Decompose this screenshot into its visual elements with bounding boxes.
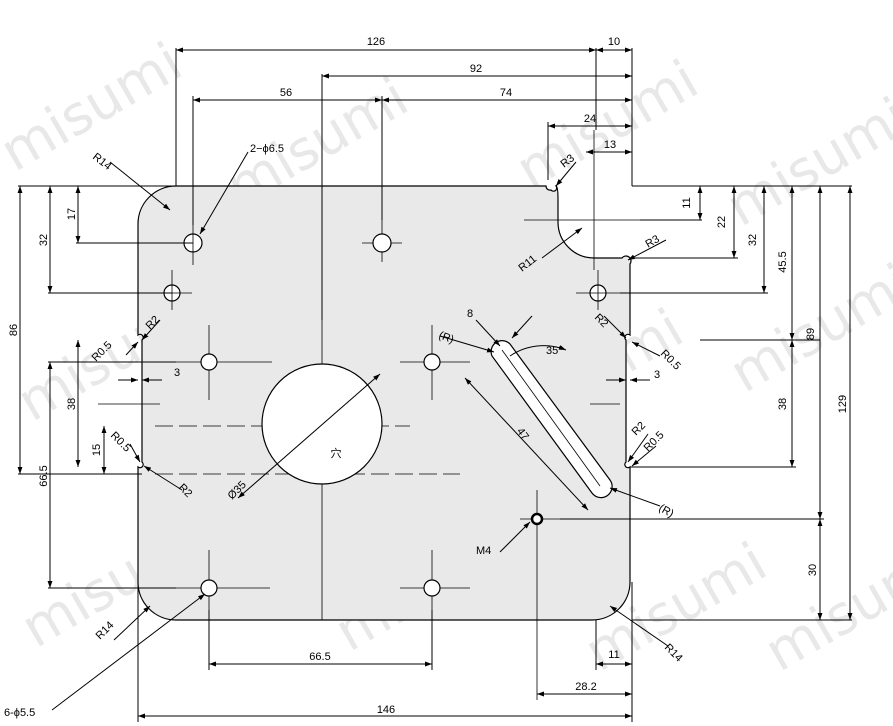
dim-92: 92 (470, 63, 482, 75)
dim-47: 47 (514, 426, 531, 443)
dim-89: 89 (805, 328, 817, 340)
hole-d5-5 (200, 353, 218, 371)
dim-129: 129 (837, 395, 849, 413)
watermark-text: misumi (716, 85, 893, 238)
leader-lines (51, 151, 669, 711)
dim-10: 10 (608, 36, 620, 48)
dim-66-5-left: 66.5 (38, 465, 50, 486)
watermark-text: misumi (754, 530, 893, 683)
tap-m4 (530, 512, 544, 526)
dim-15: 15 (91, 444, 103, 456)
dim-56: 56 (280, 87, 292, 99)
hole-d6-5 (372, 233, 392, 253)
callout-slot-angle: 35° (546, 345, 563, 357)
hole-d5-5 (200, 579, 218, 597)
dim-13: 13 (604, 139, 616, 151)
dim-45-5: 45.5 (777, 251, 789, 272)
dimension-labels: 126 10 92 56 74 24 13 86 32 17 38 15 66.… (8, 36, 849, 716)
dim-11-right: 11 (681, 197, 693, 208)
callout-hole-6-d5-5: 6-ϕ5.5 (4, 707, 35, 719)
callout-r3-lower: R3 (644, 233, 662, 250)
dim-66-5-bottom: 66.5 (309, 651, 330, 663)
callout-r2-lower-right: R2 (630, 420, 648, 438)
dim-32-right: 32 (747, 234, 759, 246)
dim-11-bottom: 11 (608, 649, 619, 661)
callout-slot-r-lower: (R) (657, 502, 676, 520)
dim-17: 17 (66, 208, 78, 220)
dim-3-left: 3 (174, 367, 180, 379)
dim-74: 74 (500, 87, 512, 99)
dim-126: 126 (367, 36, 385, 48)
dim-3-right: 3 (654, 369, 660, 381)
hole-d5-5 (423, 579, 441, 597)
callout-r0-5-lower-left: R0.5 (108, 430, 133, 455)
dim-30: 30 (807, 564, 819, 576)
callout-r14-top-left: R14 (90, 151, 113, 173)
dimension-lines (17, 47, 853, 722)
dim-24: 24 (584, 113, 596, 125)
dim-22: 22 (716, 216, 728, 228)
hole-d5-5 (423, 353, 441, 371)
callout-tap-m4: M4 (476, 545, 491, 557)
dim-146: 146 (377, 704, 395, 716)
callout-hole-2-d6-5: 2−ϕ6.5 (250, 143, 284, 155)
callout-slot-r-upper: (R) (437, 330, 455, 347)
callout-r0-5-lower-right: R0.5 (642, 429, 667, 454)
dim-38-right: 38 (777, 398, 789, 410)
watermark-text: misumi (506, 48, 709, 201)
dim-38-left: 38 (66, 398, 78, 410)
dim-86: 86 (8, 324, 20, 336)
dim-8: 8 (467, 308, 473, 320)
callout-bore-mark: 穴 (331, 446, 342, 460)
dim-28-2: 28.2 (575, 681, 596, 693)
dim-32-left: 32 (38, 234, 50, 246)
